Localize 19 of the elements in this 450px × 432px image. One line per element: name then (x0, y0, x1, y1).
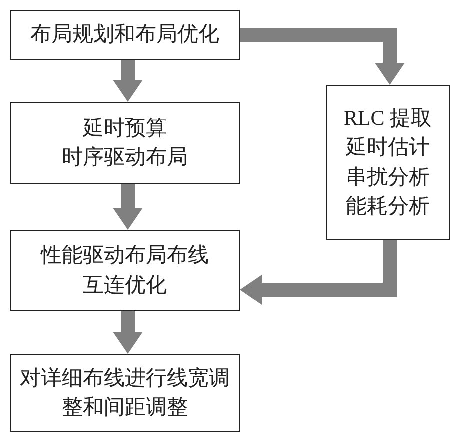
box-text: 时序驱动布局 (62, 144, 188, 171)
box-text: RLC 提取 (344, 104, 432, 132)
box-text: 能耗分析 (346, 192, 430, 220)
box-text: 串扰分析 (346, 164, 430, 190)
box-text: 对详细布线进行线宽调整和间距调整 (19, 364, 231, 421)
box-text: 性能驱动布局布线 (41, 242, 209, 270)
arrow (240, 28, 405, 85)
process-box (326, 85, 450, 240)
process-box (10, 10, 240, 60)
box-text: 互连优化 (83, 272, 167, 298)
process-box (10, 230, 240, 311)
arrow (113, 311, 143, 354)
arrow (113, 184, 143, 230)
process-box (10, 354, 240, 432)
box-text: 延时预算 (83, 114, 167, 142)
arrow (113, 60, 143, 102)
box-text: 延时估计 (346, 134, 430, 162)
process-box (10, 102, 240, 184)
box-text: 布局规划和布局优化 (30, 21, 220, 48)
